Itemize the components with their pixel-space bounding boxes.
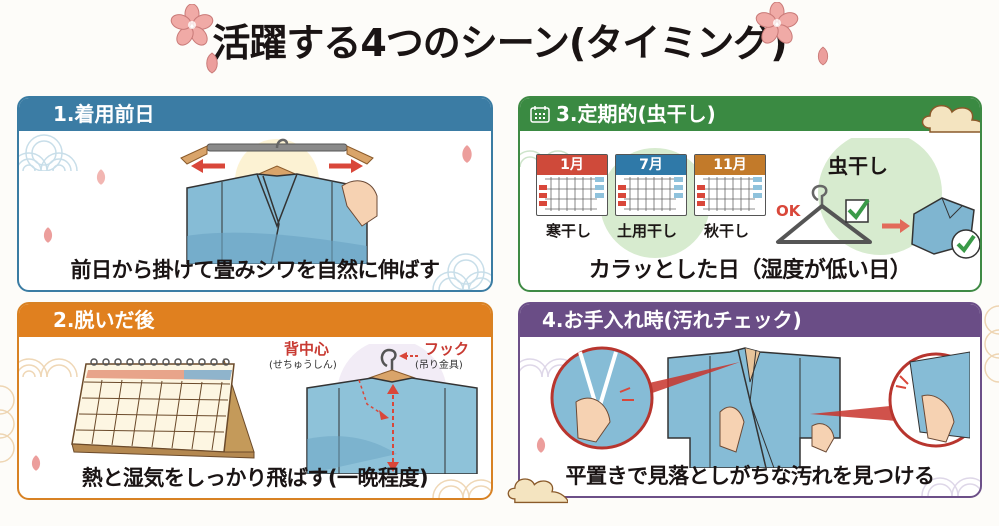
seigaiha-wave-pattern (19, 134, 78, 171)
sakura-petal-icon (536, 437, 546, 453)
flat-kimono-magnified-illustration (550, 346, 970, 468)
cloud-icon (921, 104, 980, 133)
back-center-label: 背中心 (284, 340, 330, 358)
scene-header-text: 3.定期的(虫干し) (556, 102, 716, 126)
scene-caption: カラッとした日（湿度が低い日） (588, 258, 912, 283)
desk-calendar-illustration (71, 358, 255, 459)
airing-type-label: 秋干し (704, 222, 750, 240)
scene-caption: 前日から掛けて畳みシワを自然に伸ばす (70, 258, 441, 282)
kimono-on-hanger-illustration (180, 138, 378, 264)
scene-header: 1.着用前日 (19, 98, 491, 131)
page-title: 活躍する4つのシーン(タイミング) (212, 21, 787, 65)
month-calendar-november: 11月 (694, 154, 766, 216)
scene-card-stain-check: 4.お手入れ時(汚れチェック) 平置きで見落としがちな汚れを見つける (518, 302, 982, 498)
scene-caption: 熱と湿気をしっかり飛ばす(一晩程度) (81, 466, 429, 490)
month-label: 7月 (616, 155, 686, 175)
sakura-petal-icon (817, 46, 829, 66)
seigaiha-wave-pattern (19, 358, 78, 377)
scene-card-after-taking-off: 2.脱いだ後 (17, 302, 493, 500)
hanging-kimono-illustration (306, 344, 478, 474)
airing-type-label: 寒干し (546, 222, 592, 240)
scene-caption: 平置きで見落としがちな汚れを見つける (565, 464, 936, 488)
sakura-petal-icon (206, 52, 218, 74)
seigaiha-wave-pattern (432, 253, 491, 290)
scene-header: 4.お手入れ時(汚れチェック) (520, 304, 980, 337)
ok-label: OK (776, 202, 801, 220)
seigaiha-wave-pattern (520, 358, 579, 377)
sakura-petal-icon (96, 169, 106, 185)
mushiboshi-title: 虫干し (828, 154, 888, 178)
calendar-grid (697, 177, 762, 211)
month-label: 1月 (537, 155, 607, 175)
seigaiha-wave-pattern (921, 477, 980, 496)
airing-type-label: 土用干し (617, 222, 678, 240)
calendar-grid (539, 177, 604, 211)
calendar-icon (530, 106, 550, 123)
hanger-checked-illustration (776, 184, 980, 259)
month-label: 11月 (695, 155, 765, 175)
scene-header: 2.脱いだ後 (19, 304, 491, 337)
seigaiha-wave-pattern (984, 305, 999, 383)
sakura-petal-icon (43, 227, 53, 243)
hook-label: フック (424, 340, 470, 358)
scene-card-periodic-airing: 3.定期的(虫干し) 1月 7月 11月 寒干し (518, 96, 982, 292)
seigaiha-wave-pattern (0, 385, 15, 463)
scene-header: 3.定期的(虫干し) (520, 98, 980, 131)
seigaiha-wave-pattern (432, 479, 491, 498)
month-calendar-july: 7月 (615, 154, 687, 216)
sakura-petal-icon (31, 455, 41, 471)
calendar-grid (618, 177, 683, 211)
cloud-icon (507, 478, 568, 504)
sakura-petal-icon (462, 145, 472, 163)
hook-description: (吊り金具) (415, 360, 463, 371)
sakura-flower-icon (755, 2, 799, 44)
scene-card-before-wearing: 1.着用前日 前日から掛けて畳みシワを自然に伸ばす (17, 96, 493, 292)
sakura-flower-icon (170, 4, 214, 46)
back-center-reading: (せちゅうしん) (269, 360, 337, 371)
month-calendar-january: 1月 (536, 154, 608, 216)
